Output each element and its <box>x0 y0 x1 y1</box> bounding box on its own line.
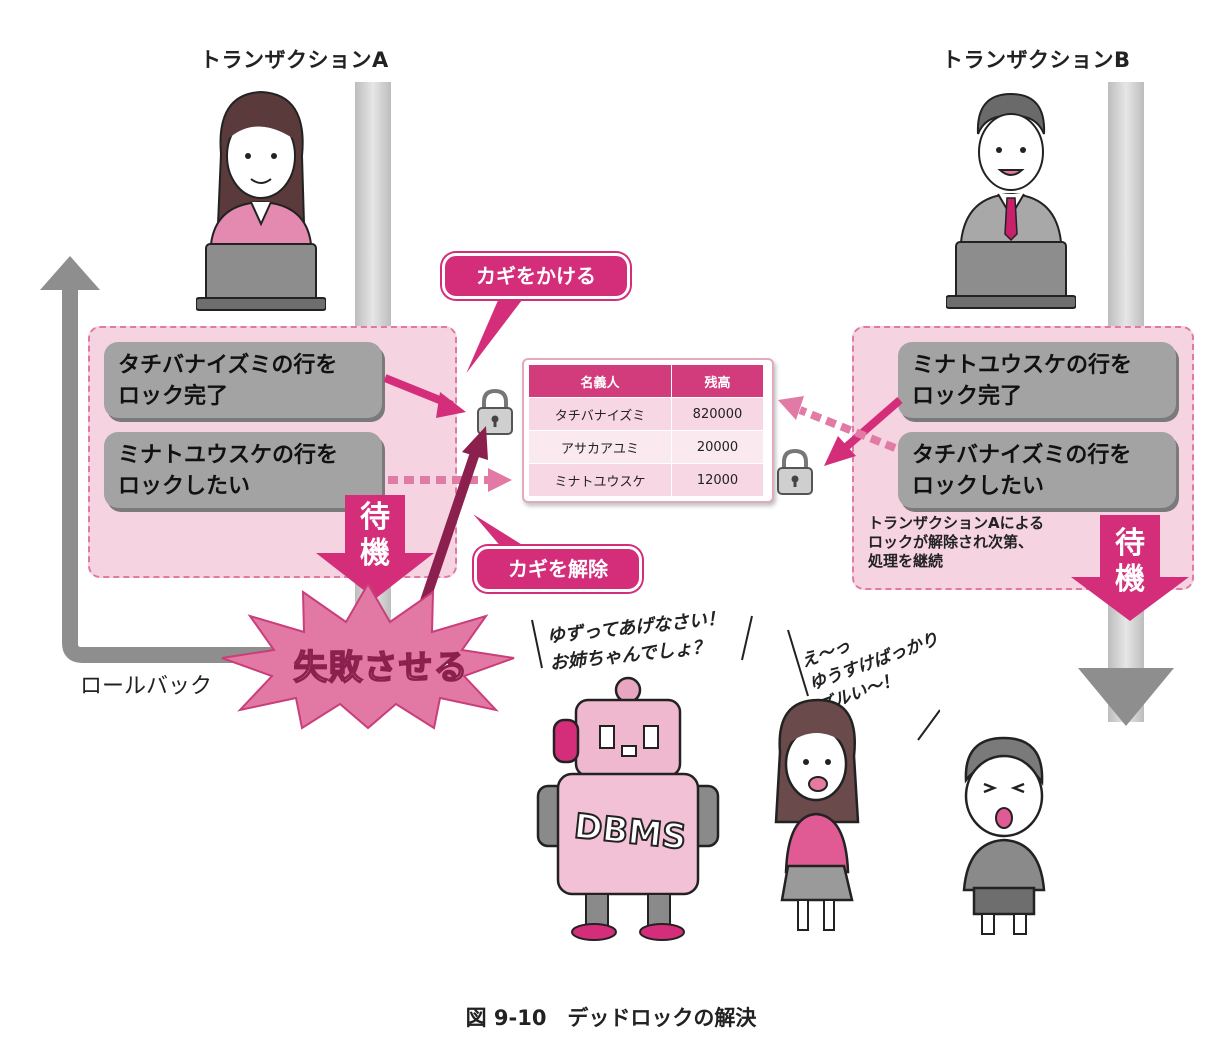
transaction-a-title: トランザクションA <box>200 48 389 72</box>
lock-arrows <box>383 374 903 612</box>
a-lock-want-message: ミナトユウスケの行を ロックしたい <box>104 432 382 508</box>
b-wait-label: 待 機 <box>1115 526 1145 597</box>
b-lock-complete-message: ミナトユウスケの行を ロック完了 <box>898 342 1176 418</box>
bubble-tails <box>460 292 530 548</box>
lock-bubble: カギをかける <box>442 253 630 299</box>
worker-a-illustration <box>196 90 326 311</box>
worker-b-illustration <box>946 92 1076 309</box>
a-lock-complete-message: タチバナイズミの行を ロック完了 <box>104 342 382 418</box>
speech-marks <box>531 615 940 741</box>
table-cell-name: ミナトユウスケ <box>528 463 672 497</box>
fail-label: 失敗させる <box>293 647 469 689</box>
unlock-bubble: カギを解除 <box>474 546 642 592</box>
table-row: ミナトユウスケ 12000 <box>528 463 764 497</box>
a-wait-label: 待 機 <box>360 500 390 571</box>
table-header-name: 名義人 <box>528 364 672 398</box>
table-cell-balance: 20000 <box>671 430 764 464</box>
sister-illustration <box>774 698 860 931</box>
rollback-label: ロールバック <box>80 674 213 699</box>
table-cell-name: アサカアユミ <box>528 430 672 464</box>
b-lock-want-message: タチバナイズミの行を ロックしたい <box>898 432 1176 508</box>
figure-caption: 図 9-10 デッドロックの解決 <box>465 1006 757 1030</box>
brother-illustration <box>962 736 1046 935</box>
rollback-arrow <box>40 256 300 663</box>
lock-icon <box>477 388 513 435</box>
table-cell-balance: 12000 <box>671 463 764 497</box>
table-cell-balance: 820000 <box>671 397 764 431</box>
table-row: タチバナイズミ 820000 <box>528 397 764 431</box>
fail-starburst <box>221 582 515 730</box>
dbms-robot-illustration <box>536 676 720 941</box>
table-cell-name: タチバナイズミ <box>528 397 672 431</box>
table-header-balance: 残高 <box>671 364 764 398</box>
a-wait-arrow <box>316 495 434 599</box>
b-resume-note: トランザクションAによる ロックが解除され次第、 処理を継続 <box>868 514 1045 570</box>
transaction-b-title: トランザクションB <box>942 48 1131 72</box>
account-table-card: 名義人 残高 タチバナイズミ 820000 アサカアユミ 20000 ミナトユウ… <box>522 358 774 503</box>
table-row: アサカアユミ 20000 <box>528 430 764 464</box>
account-table: 名義人 残高 タチバナイズミ 820000 アサカアユミ 20000 ミナトユウ… <box>528 364 764 497</box>
b-wait-arrow <box>1071 515 1189 621</box>
lock-icon <box>777 448 813 495</box>
transaction-b-down-arrow <box>1078 668 1174 726</box>
